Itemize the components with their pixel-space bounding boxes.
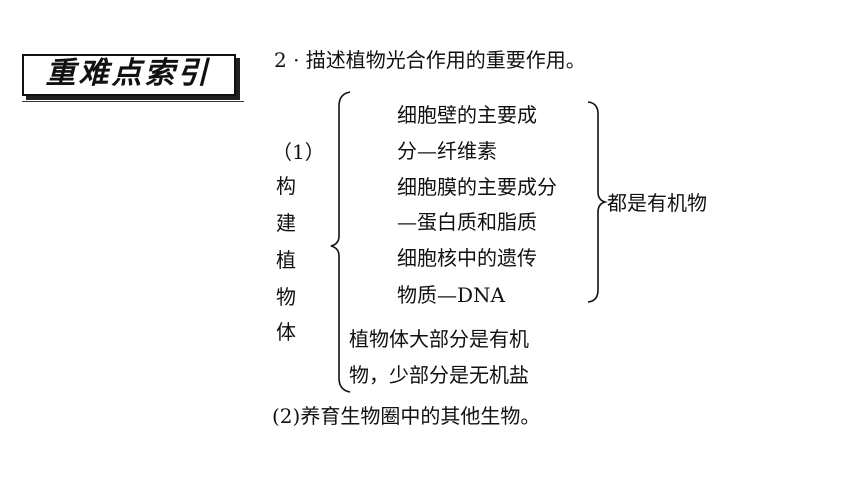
point2-text: (2)养育生物圈中的其他生物。	[272, 404, 541, 428]
point1-label: （1）	[272, 140, 325, 164]
badge-divider	[22, 101, 244, 102]
organic-line: 物质—DNA	[397, 283, 505, 307]
outer-left-brace	[330, 91, 351, 393]
question-heading: 2 · 描述植物光合作用的重要作用。	[274, 48, 586, 72]
point1-char: 建	[276, 211, 296, 235]
organic-summary: 都是有机物	[607, 191, 707, 215]
organic-line: 细胞核中的遗传	[397, 246, 537, 270]
point1-char: 物	[276, 285, 296, 309]
organic-line: 细胞膜的主要成分	[397, 175, 557, 199]
inorganic-line: 物，少部分是无机盐	[349, 363, 529, 387]
badge-title: 重难点索引	[45, 56, 211, 91]
organic-line: 分—纤维素	[397, 139, 497, 163]
badge-frame	[22, 54, 236, 96]
inorganic-line: 植物体大部分是有机	[349, 327, 529, 351]
organic-line: 细胞壁的主要成	[397, 103, 537, 127]
inner-right-brace	[587, 101, 608, 303]
organic-line: —蛋白质和脂质	[397, 210, 537, 234]
point1-char: 植	[276, 248, 296, 272]
section-badge: 重难点索引	[22, 54, 238, 98]
point1-char: 构	[276, 174, 296, 198]
point1-char: 体	[276, 320, 296, 344]
